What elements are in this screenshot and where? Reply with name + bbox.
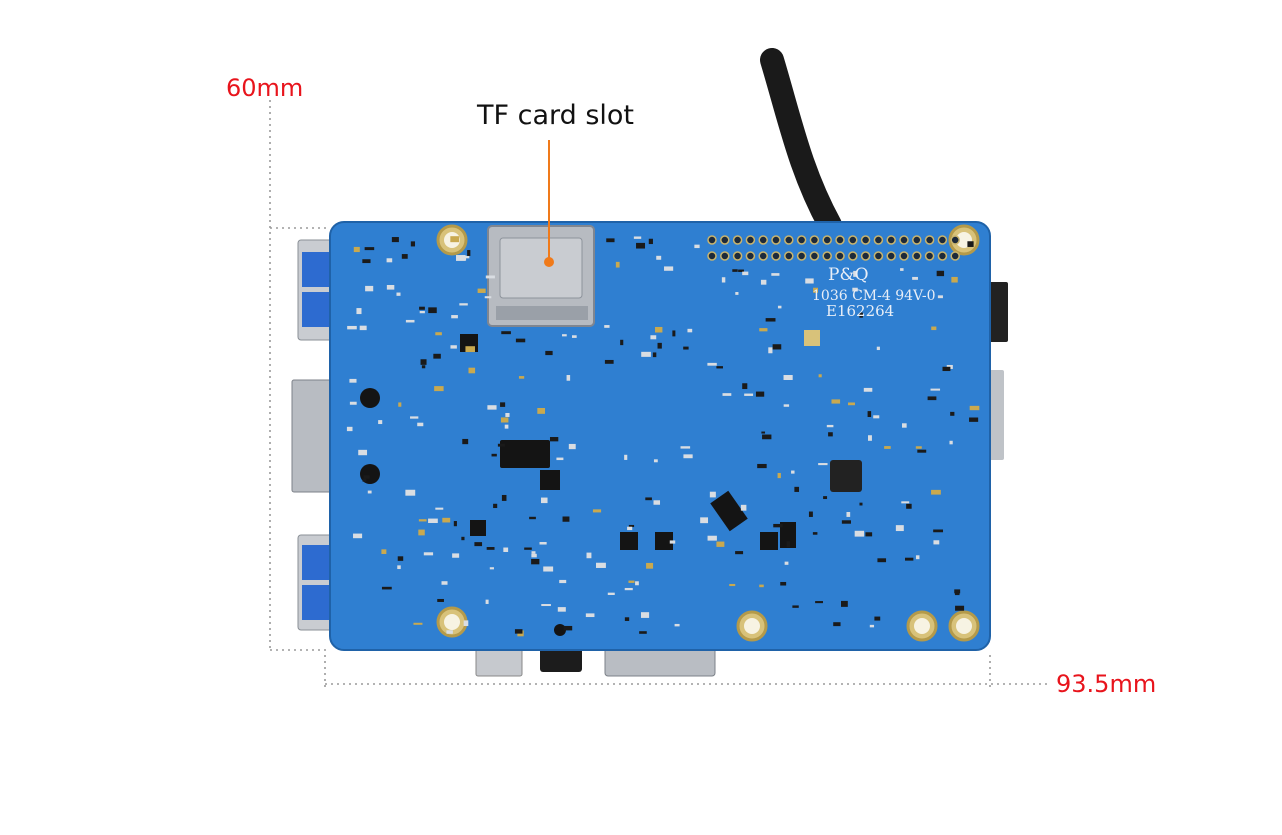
- side-connectors: [291, 239, 1008, 677]
- cable: [760, 48, 842, 237]
- silkscreen: P&Q 1036 CM-4 94V-0 E162264: [812, 265, 936, 320]
- silkscreen-line1: 1036 CM-4 94V-0: [812, 288, 936, 304]
- tf-card-slot-label: TF card slot: [477, 100, 635, 131]
- gpio-header: [707, 235, 960, 261]
- silkscreen-line2: E162264: [826, 302, 894, 320]
- smd-components: [346, 236, 980, 637]
- pcb: [329, 221, 991, 651]
- width-dimension-label: 93.5mm: [1056, 670, 1157, 698]
- tf-card-slot: [487, 225, 595, 327]
- dimension-lines: [269, 100, 1050, 688]
- silkscreen-logo: P&Q: [828, 265, 869, 285]
- height-dimension-label: 60mm: [226, 74, 304, 102]
- callout-pointer: [544, 140, 554, 267]
- mounting-holes: [436, 224, 980, 642]
